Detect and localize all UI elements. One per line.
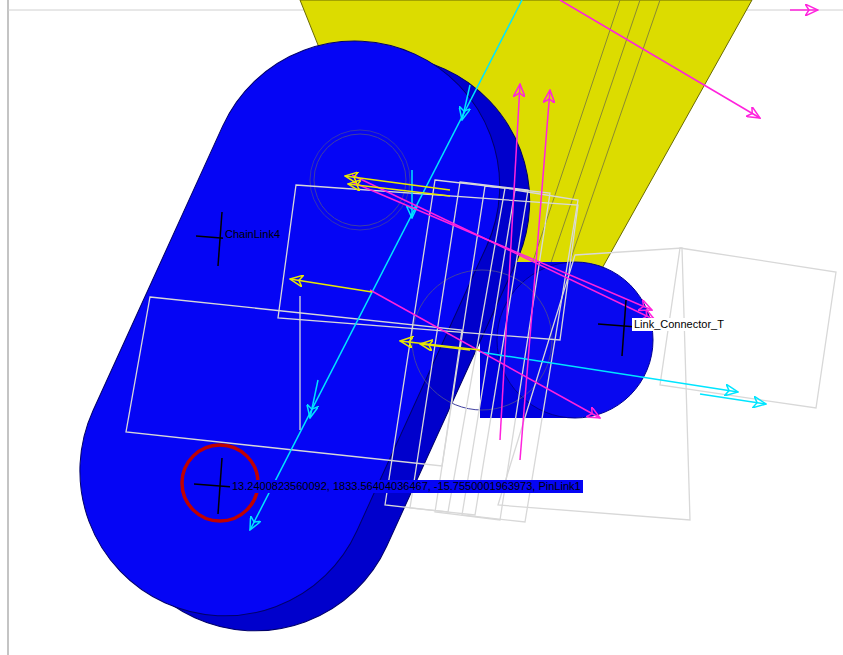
frame-label: Link_Connector_T [632, 318, 726, 331]
frame-label: ChainLink4 [223, 228, 282, 241]
frame-coordinate-label: 13.2400823560092, 1833.56404036467, -15.… [230, 480, 583, 493]
